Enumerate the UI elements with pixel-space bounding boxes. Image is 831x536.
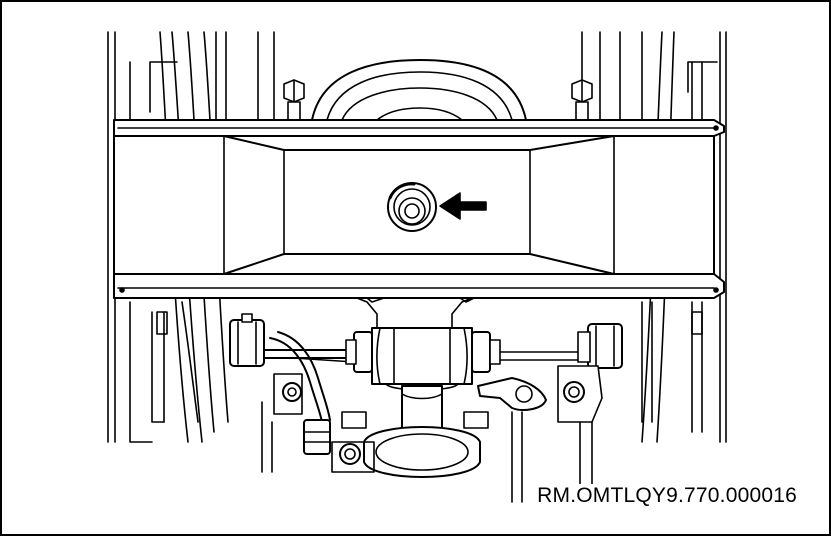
top-left-bolt [283,79,305,121]
right-side-bracket [557,365,603,503]
brake-hose [269,331,331,455]
lower-bracket [356,297,475,333]
figure-reference-code: RM.OMTLQY9.770.000016 [535,484,799,508]
left-side-bracket [261,373,303,473]
linkage-rod [263,349,583,363]
crossbar-center-bolt [387,182,437,232]
upper-pulley [311,59,527,121]
vertical-shaft [363,385,481,478]
arrow-left-icon [439,192,487,220]
top-right-bolt [571,79,593,121]
left-linkage-nut [229,313,265,367]
right-frame-rails [581,31,727,443]
lower-left-clamp [331,411,375,473]
lower-right-lever [463,377,547,503]
center-bushing [345,327,501,391]
right-linkage-nut [577,323,623,369]
